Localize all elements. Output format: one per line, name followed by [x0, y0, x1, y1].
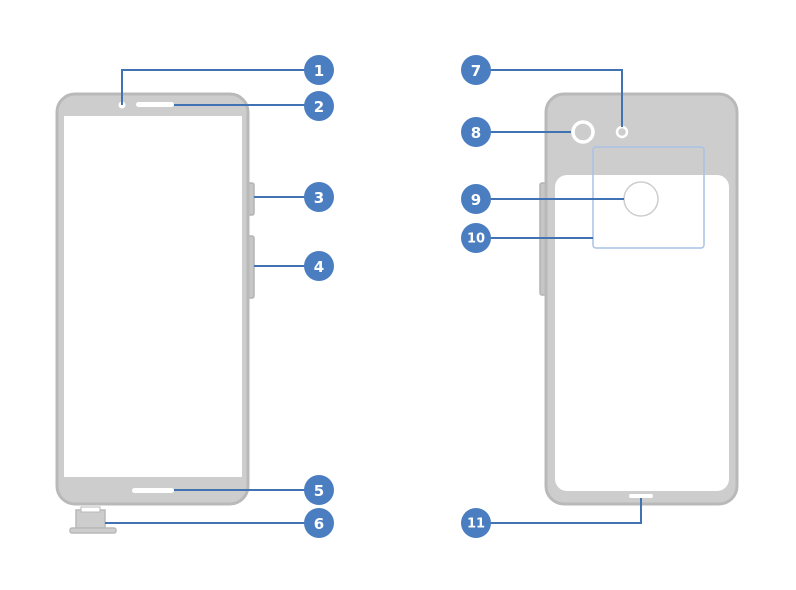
callout-label-6: 6 [314, 515, 324, 533]
callout-label-9: 9 [471, 191, 481, 209]
callout-badge-5: 5 [304, 475, 334, 505]
sensor-region-outline [592, 146, 705, 249]
callout-badges: 1 2 3 4 5 6 7 8 [304, 55, 491, 538]
leader-line-11 [490, 498, 642, 524]
callout-label-7: 7 [471, 62, 481, 80]
earpiece-slot [136, 102, 174, 107]
callout-badge-8: 8 [461, 117, 491, 147]
callout-badge-3: 3 [304, 182, 334, 212]
leader-line-1 [121, 69, 306, 105]
fingerprint-sensor-icon [623, 181, 659, 217]
callout-badge-7: 7 [461, 55, 491, 85]
back-lower-panel [555, 175, 729, 491]
callout-badge-6: 6 [304, 508, 334, 538]
leader-lines [105, 69, 642, 524]
front-screen [64, 116, 242, 477]
callout-badge-4: 4 [304, 251, 334, 281]
callout-label-10: 10 [467, 232, 485, 247]
phone-front-view [55, 92, 255, 534]
rear-flash-icon [615, 125, 629, 139]
callout-badge-11: 11 [461, 508, 491, 538]
callout-badge-1: 1 [304, 55, 334, 85]
sim-tray [69, 506, 117, 534]
callout-label-4: 4 [314, 258, 324, 276]
rear-camera-icon [571, 120, 595, 144]
callout-label-11: 11 [467, 517, 485, 532]
usb-port-slot [629, 494, 653, 498]
callout-badge-2: 2 [304, 91, 334, 121]
callout-label-5: 5 [314, 482, 324, 500]
callout-label-1: 1 [314, 62, 324, 80]
callout-label-3: 3 [314, 189, 324, 207]
callout-badge-10: 10 [461, 223, 491, 253]
callout-badge-9: 9 [461, 184, 491, 214]
leader-line-7 [490, 69, 623, 127]
bottom-speaker-slot [132, 488, 174, 493]
phone-back-view [539, 92, 739, 506]
callout-label-2: 2 [314, 98, 324, 116]
callout-label-8: 8 [471, 124, 481, 142]
